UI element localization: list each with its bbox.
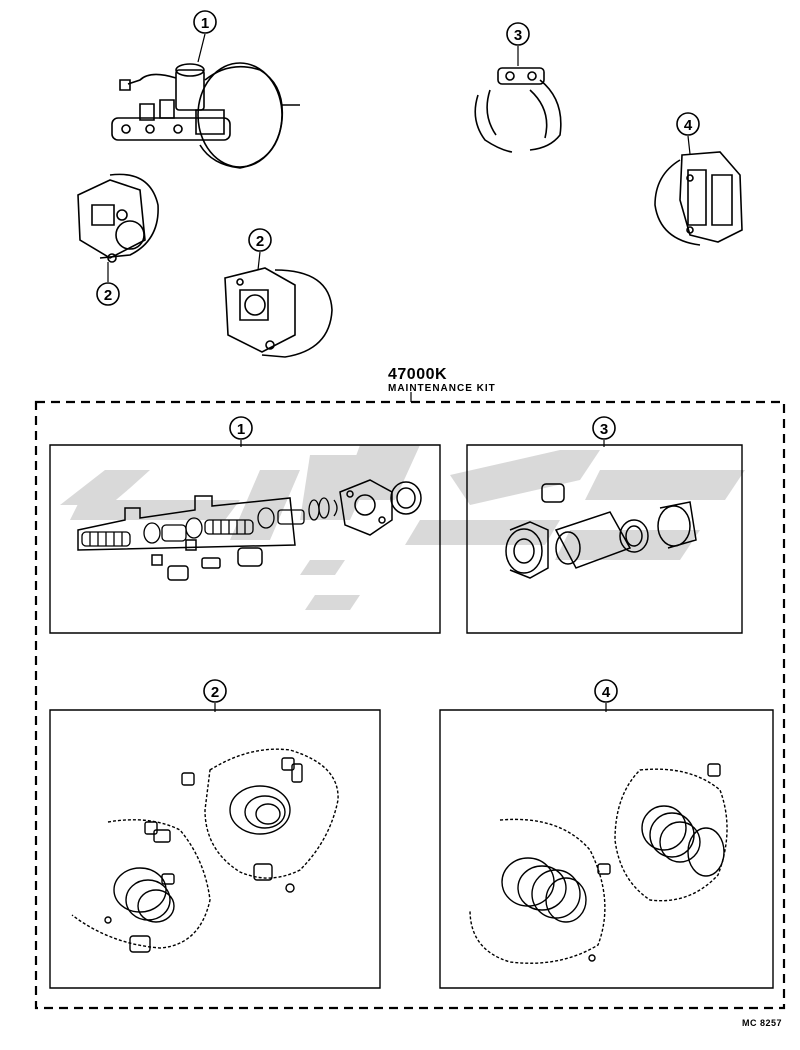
reservoir-gasket xyxy=(340,480,392,535)
kit-name: MAINTENANCE KIT xyxy=(388,383,496,394)
reservoir-grommet xyxy=(391,482,421,514)
svg-text:4: 4 xyxy=(602,684,611,701)
callout-3-top: 3 xyxy=(507,23,529,66)
figure-number: MC 8257 xyxy=(742,1018,783,1028)
callout-3-panel: 3 xyxy=(593,417,615,447)
panel-2-front-caliper-kit xyxy=(50,710,380,988)
callout-4-top: 4 xyxy=(677,113,699,154)
kit-dashed-boundary xyxy=(36,402,784,1008)
rear-drum-brake-assembly xyxy=(475,68,561,152)
callout-2-panel: 2 xyxy=(204,680,226,712)
kit-part-number: 47000K xyxy=(388,366,448,383)
callout-2-center: 2 xyxy=(249,229,271,270)
callout-4-panel: 4 xyxy=(595,680,617,712)
svg-text:4: 4 xyxy=(684,117,693,134)
panel-4-rear-caliper-kit xyxy=(440,710,773,988)
rear-caliper-assembly xyxy=(655,152,742,245)
svg-text:3: 3 xyxy=(514,27,522,44)
front-caliper-center xyxy=(225,268,332,357)
callout-1-top: 1 xyxy=(194,11,216,62)
callout-1-panel: 1 xyxy=(230,417,252,447)
svg-text:1: 1 xyxy=(201,15,209,32)
svg-text:2: 2 xyxy=(104,287,112,304)
piston-springs-row xyxy=(82,498,337,546)
panel-1-master-cylinder-kit xyxy=(50,445,440,633)
master-cylinder-assembly xyxy=(112,63,300,168)
callout-2-left: 2 xyxy=(97,262,119,305)
svg-text:2: 2 xyxy=(211,684,219,701)
svg-text:1: 1 xyxy=(237,421,245,438)
front-caliper-left xyxy=(78,174,158,262)
svg-text:3: 3 xyxy=(600,421,608,438)
svg-text:2: 2 xyxy=(256,233,264,250)
